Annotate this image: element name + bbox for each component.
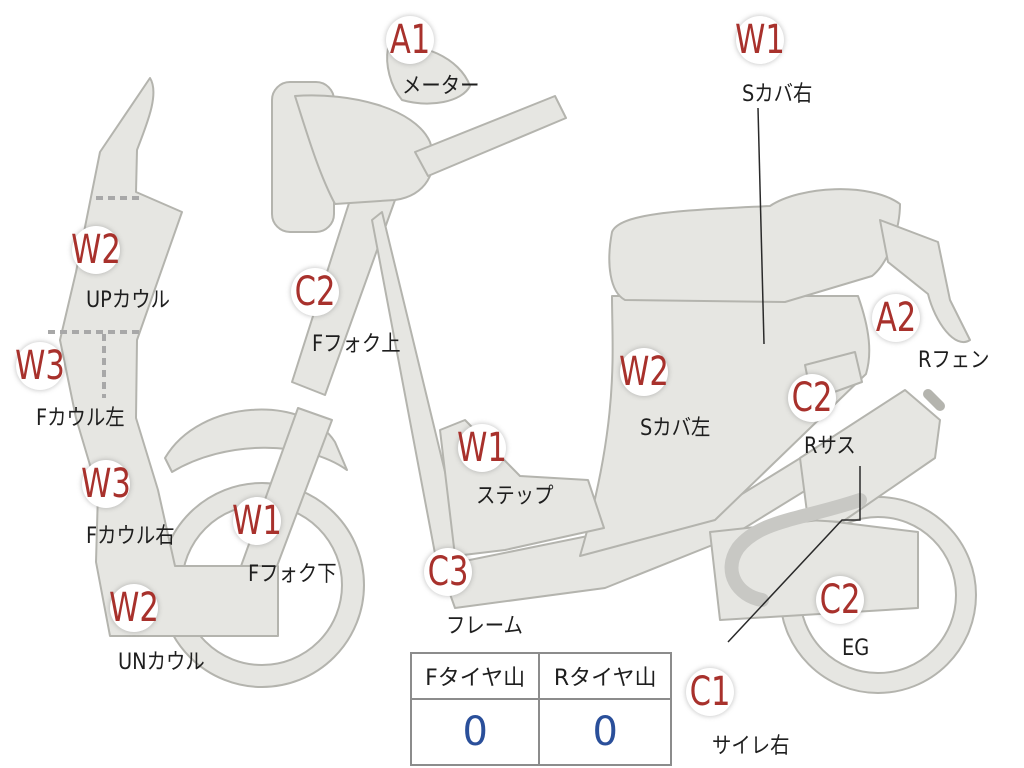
grade-engine: C2 [819,577,861,623]
label-meter: メーター [402,74,480,99]
badge-muffler-right [686,668,734,716]
grade-under-cowl: W2 [109,585,159,631]
rear-tire-tread-header: Rタイヤ山 [538,652,672,700]
label-muffler-right: サイレ右 [712,734,790,759]
label-front-fork-lower: Fフォク下 [248,562,337,587]
exhaust-pipe [724,493,867,607]
grade-front-fork-lower: W1 [232,498,282,544]
badge-step [458,424,506,472]
badge-under-cowl [110,584,158,632]
badge-front-cowl-right [82,460,130,508]
label-front-fork-upper: Fフォク上 [312,332,401,357]
badge-side-cover-left [620,348,668,396]
front-tire-tread-value: 0 [409,698,541,766]
grade-meter: A1 [389,17,431,63]
badge-rear-suspension [788,374,836,422]
badge-engine [816,576,864,624]
grade-rear-fender: A2 [875,295,917,341]
label-under-cowl: UNカウル [118,650,205,675]
grade-up-cowl: W2 [71,227,121,273]
rear-tire-tread-value: 0 [538,698,672,766]
badge-front-fork-upper [291,268,339,316]
grade-side-cover-right: W1 [735,17,785,63]
grade-step: W1 [457,425,507,471]
grade-front-cowl-right: W3 [81,461,131,507]
rear-tail [879,219,971,343]
label-side-cover-right: Sカバ右 [742,82,813,107]
label-engine: EG [842,636,870,661]
label-step: ステップ [476,484,554,509]
grade-front-cowl-left: W3 [15,343,65,389]
badge-front-cowl-left [16,342,64,390]
badge-side-cover-right [736,16,784,64]
label-rear-suspension: Rサス [804,434,856,459]
exhaust-tip [923,389,945,411]
handlebar-housing [294,94,435,205]
label-frame: フレーム [446,614,523,639]
label-up-cowl: UPカウル [86,288,170,313]
handlebar [414,95,567,177]
badge-meter [386,16,434,64]
label-front-cowl-left: Fカウル左 [36,406,125,431]
leader-side-cover-right [757,107,765,345]
seat [608,188,901,303]
tire-tread-table: Fタイヤ山 Rタイヤ山 0 0 [409,652,672,766]
badge-rear-fender [872,294,920,342]
badge-frame [424,548,472,596]
badge-up-cowl [72,226,120,274]
label-side-cover-left: Sカバ左 [640,416,711,441]
label-front-cowl-right: Fカウル右 [86,524,175,549]
grade-muffler-right: C1 [689,669,731,715]
label-rear-fender: Rフェン [918,348,990,373]
grade-front-fork-upper: C2 [294,269,336,315]
grade-rear-suspension: C2 [791,375,833,421]
front-tire-tread-header: Fタイヤ山 [409,652,541,700]
badge-front-fork-lower [233,497,281,545]
leader-rear-suspension [727,466,861,643]
grade-side-cover-left: W2 [619,349,669,395]
grade-frame: C3 [427,549,469,595]
